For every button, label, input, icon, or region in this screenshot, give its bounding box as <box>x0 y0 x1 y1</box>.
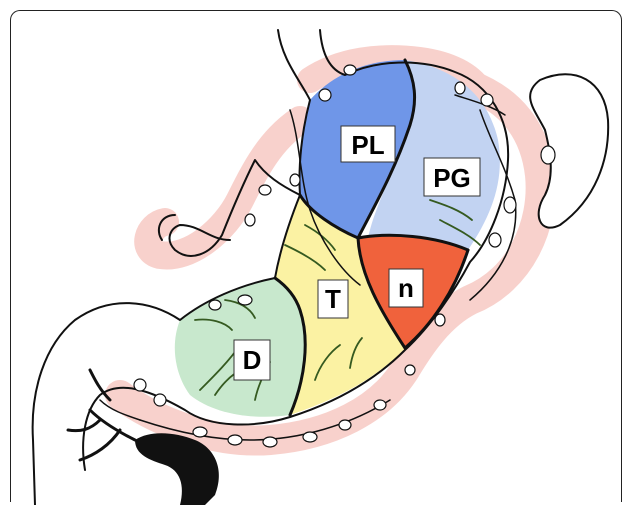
label-d: D <box>234 340 270 380</box>
label-pg: PG <box>424 158 480 196</box>
label-n: n <box>389 269 423 307</box>
label-pg-text: PG <box>433 163 471 193</box>
label-d-text: D <box>243 345 262 375</box>
label-n-text: n <box>398 273 414 303</box>
label-t-text: T <box>325 284 341 314</box>
label-pl: PL <box>341 126 395 162</box>
label-pl-text: PL <box>351 130 384 160</box>
label-t: T <box>318 280 348 318</box>
